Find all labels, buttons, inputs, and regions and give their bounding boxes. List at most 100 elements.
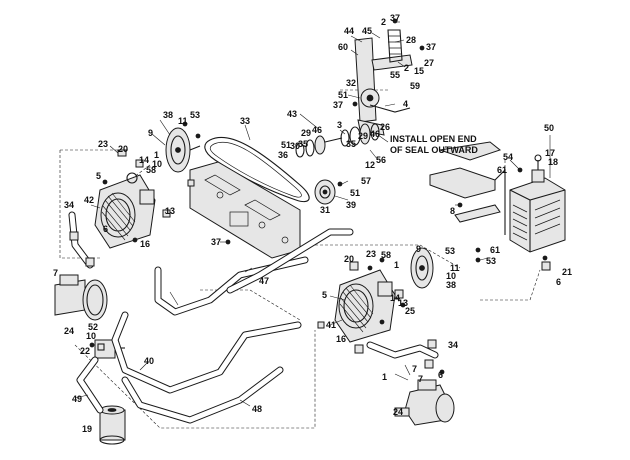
callout-51-b: 51 xyxy=(281,140,291,150)
right-pulley xyxy=(410,247,434,289)
callout-53-b: 53 xyxy=(486,256,496,266)
callout-20-b: 20 xyxy=(344,254,354,264)
mounting-frame-plate xyxy=(189,161,301,259)
right-compressor-pump xyxy=(334,269,396,343)
callout-50: 50 xyxy=(544,123,554,133)
callout-59: 59 xyxy=(410,81,420,91)
callout-35-b: 35 xyxy=(346,139,356,149)
tensioner-bracket-assembly xyxy=(354,29,413,136)
left-pulley xyxy=(165,127,201,173)
callout-55: 55 xyxy=(390,70,400,80)
callout-22: 22 xyxy=(80,346,90,356)
callout-17: 17 xyxy=(545,148,555,158)
callout-56: 56 xyxy=(376,155,386,165)
callout-60: 60 xyxy=(338,42,348,52)
callout-45: 45 xyxy=(362,26,372,36)
callout-35-a: 35 xyxy=(298,139,308,149)
hydraulic-hoses xyxy=(68,211,439,424)
callout-1-a: 1 xyxy=(154,150,159,160)
callout-2-b: 2 xyxy=(404,63,409,73)
callout-25: 25 xyxy=(405,306,415,316)
callout-13-a: 13 xyxy=(165,206,175,216)
callout-19: 19 xyxy=(82,424,92,434)
callout-16-b: 16 xyxy=(336,334,346,344)
callout-10-c: 10 xyxy=(86,331,96,341)
tank-mount-brackets xyxy=(429,141,506,235)
bearing-seal-stack xyxy=(295,123,380,158)
callout-29-a: 29 xyxy=(301,128,311,138)
callout-10-a: 10 xyxy=(152,159,162,169)
callout-7-a: 7 xyxy=(53,268,58,278)
note-line-2: OF SEAL OUTWARD xyxy=(390,145,478,155)
callout-26: 26 xyxy=(380,122,390,132)
callout-1-b: 1 xyxy=(394,260,399,270)
callout-34-a: 34 xyxy=(64,200,74,210)
callout-49: 49 xyxy=(72,394,82,404)
left-compressor-pump xyxy=(94,172,156,249)
installation-note: INSTALL OPEN END OF SEAL OUTWARD xyxy=(390,134,478,155)
callout-51-a: 51 xyxy=(338,90,348,100)
callout-5-b: 5 xyxy=(322,290,327,300)
right-hydraulic-motor xyxy=(394,379,455,426)
callout-6-c: 6 xyxy=(438,370,443,380)
callout-28: 28 xyxy=(406,35,416,45)
callout-23-a: 23 xyxy=(98,139,108,149)
callout-34-b: 34 xyxy=(448,340,458,350)
callout-46-a: 46 xyxy=(312,125,322,135)
left-hydraulic-motor xyxy=(54,274,108,321)
callout-1-c: 1 xyxy=(382,372,387,382)
callout-42: 42 xyxy=(84,195,94,205)
callout-numbers: 2 37 44 45 28 60 37 27 2 15 55 32 59 51 … xyxy=(53,13,572,434)
callout-6-b: 6 xyxy=(556,277,561,287)
callout-53-a: 53 xyxy=(190,110,200,120)
callout-13-b: 13 xyxy=(398,298,408,308)
callout-51-c: 51 xyxy=(350,188,360,198)
callout-12: 12 xyxy=(365,160,375,170)
callout-44: 44 xyxy=(344,26,354,36)
callout-18: 18 xyxy=(548,157,558,167)
callout-47: 47 xyxy=(259,276,269,286)
callout-9-b: 9 xyxy=(416,244,421,254)
callout-29-b: 29 xyxy=(358,131,368,141)
callout-14-a: 14 xyxy=(139,155,149,165)
callout-38-a: 38 xyxy=(163,110,173,120)
callout-58-b: 58 xyxy=(381,250,391,260)
callout-2-top: 2 xyxy=(381,17,386,27)
callout-31: 31 xyxy=(320,205,330,215)
callout-24-a: 24 xyxy=(64,326,74,336)
callout-11-b: 11 xyxy=(450,263,460,273)
callout-37-c: 37 xyxy=(333,100,343,110)
callout-23-b: 23 xyxy=(366,249,376,259)
callout-46-b: 46 xyxy=(370,129,380,139)
callout-48: 48 xyxy=(252,404,262,414)
callout-leader-lines xyxy=(74,21,551,407)
callout-4: 4 xyxy=(403,99,408,109)
callout-14-b: 14 xyxy=(390,293,400,303)
callout-37-b: 37 xyxy=(426,42,436,52)
callout-53-c: 53 xyxy=(445,246,455,256)
callout-32: 32 xyxy=(346,78,356,88)
callout-37-d: 37 xyxy=(211,237,221,247)
callout-8: 8 xyxy=(450,206,455,216)
callout-24-b: 24 xyxy=(393,407,403,417)
callout-21: 21 xyxy=(562,267,572,277)
callout-7-c: 7 xyxy=(418,374,423,384)
callout-54: 54 xyxy=(503,152,513,162)
callout-61-a: 61 xyxy=(497,165,507,175)
callout-41: 41 xyxy=(326,320,336,330)
callout-7-b: 7 xyxy=(412,364,417,374)
callout-30: 30 xyxy=(290,141,300,151)
callout-9-a: 9 xyxy=(148,128,153,138)
drive-belt xyxy=(204,136,310,203)
callout-61-b: 61 xyxy=(490,245,500,255)
note-line-1: INSTALL OPEN END xyxy=(390,134,477,144)
center-idler-pulley xyxy=(314,179,336,205)
callout-40: 40 xyxy=(144,356,154,366)
callout-37-top: 37 xyxy=(390,13,400,23)
callout-27: 27 xyxy=(424,58,434,68)
callout-6: 6 xyxy=(103,224,108,234)
callout-5-a: 5 xyxy=(96,171,101,181)
hydraulic-reservoir-tank xyxy=(509,154,566,253)
callout-15: 15 xyxy=(414,66,424,76)
